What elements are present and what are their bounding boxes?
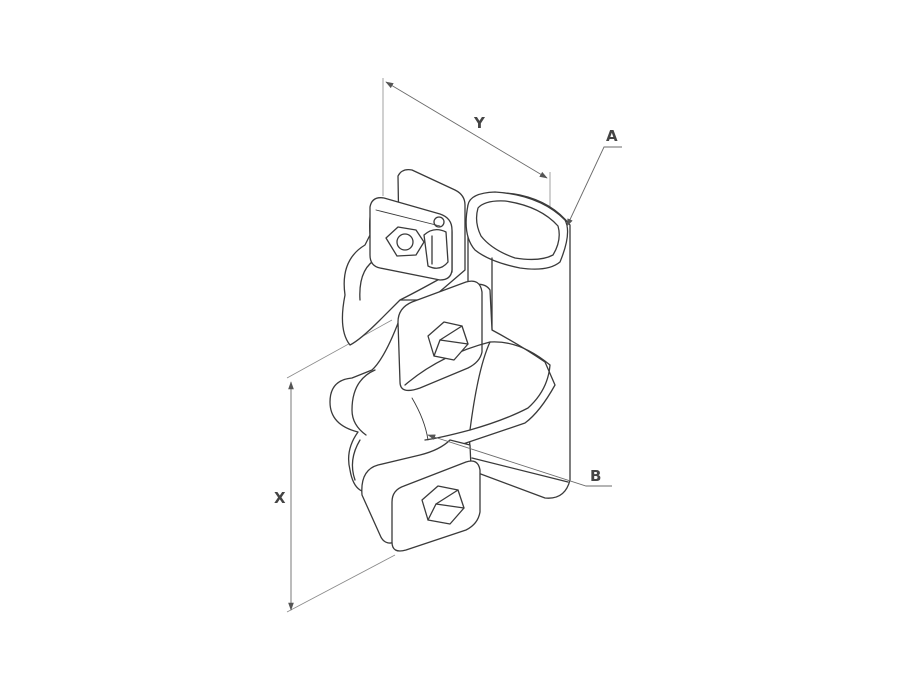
label-a: A bbox=[606, 127, 618, 145]
front-clamp bbox=[329, 280, 556, 494]
lower-clamp bbox=[361, 439, 569, 552]
dimension-x bbox=[286, 319, 396, 613]
label-b: B bbox=[590, 467, 601, 485]
label-y: Y bbox=[473, 114, 486, 132]
label-x: X bbox=[274, 489, 286, 507]
upper-clamp bbox=[341, 197, 453, 346]
leader-a bbox=[566, 146, 622, 227]
leader-b bbox=[427, 434, 612, 487]
